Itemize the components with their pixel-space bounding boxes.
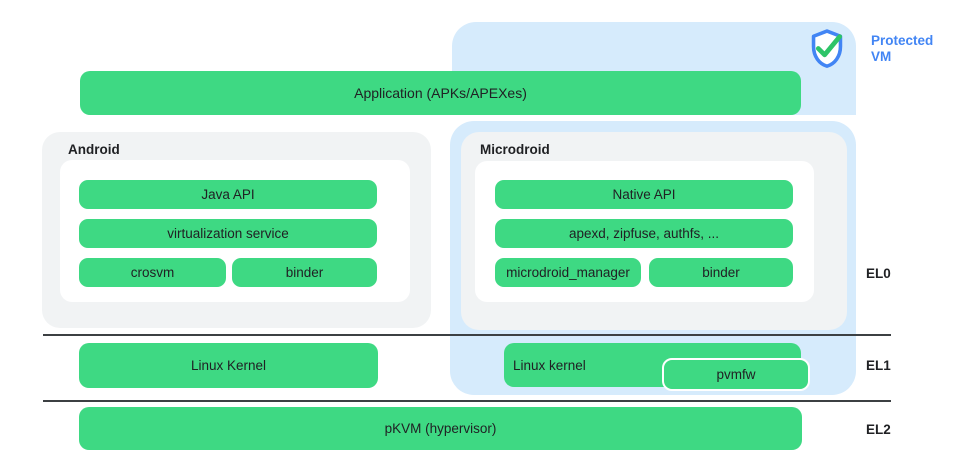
native-api-bar: Native API xyxy=(495,180,793,209)
crosvm-bar: crosvm xyxy=(79,258,226,287)
microdroid-manager-bar: microdroid_manager xyxy=(495,258,641,287)
el2-label: EL2 xyxy=(866,422,891,437)
pvmfw-bar: pvmfw xyxy=(662,358,810,391)
host-linux-kernel-bar: Linux Kernel xyxy=(79,343,378,388)
pkvm-hypervisor-bar: pKVM (hypervisor) xyxy=(79,407,802,450)
apexd-zipfuse-authfs-bar: apexd, zipfuse, authfs, ... xyxy=(495,219,793,248)
protected-vm-label: Protected VM xyxy=(871,33,934,64)
el1-label: EL1 xyxy=(866,358,891,373)
el1-el2-divider xyxy=(43,400,891,402)
java-api-bar: Java API xyxy=(79,180,377,209)
android-binder-bar: binder xyxy=(232,258,377,287)
microdroid-box-title: Microdroid xyxy=(480,142,550,157)
el0-label: EL0 xyxy=(866,266,891,281)
microdroid-binder-bar: binder xyxy=(649,258,793,287)
shield-check-icon xyxy=(808,27,846,70)
virtualization-service-bar: virtualization service xyxy=(79,219,377,248)
application-bar: Application (APKs/APEXes) xyxy=(80,71,801,115)
android-box-title: Android xyxy=(68,142,120,157)
el0-el1-divider xyxy=(43,334,891,336)
